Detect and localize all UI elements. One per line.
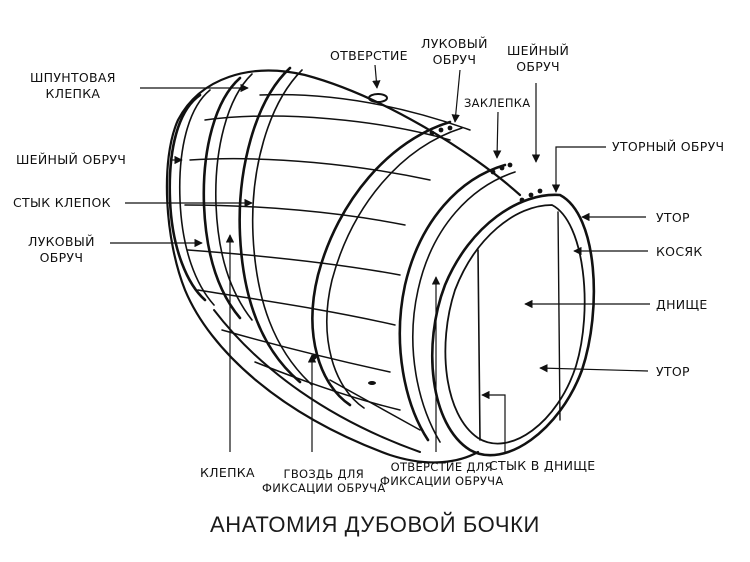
- right-neck-hoop: [398, 163, 507, 442]
- label-styk-klepok: СТЫК КЛЕПОК: [13, 195, 111, 210]
- leader-zaklepka: [492, 111, 502, 159]
- label-utorny-obruch: УТОРНЫЙ ОБРУЧ: [612, 139, 725, 154]
- label-sheyny-obruch-left: ШЕЙНЫЙ ОБРУЧ: [16, 152, 127, 167]
- front-head: [444, 204, 586, 445]
- label-styk-v-dnische: СТЫК В ДНИЩЕ: [489, 458, 596, 473]
- head-joint: [477, 249, 481, 441]
- label-otverstie: ОТВЕРСТИЕ: [330, 48, 408, 63]
- bunghole: [368, 93, 388, 103]
- barrel-body-lower: [213, 309, 421, 453]
- left-neck-hoop: [202, 76, 242, 320]
- label-zaklepka: ЗАКЛЕПКА: [464, 96, 531, 110]
- leader-utor-bottom: [539, 364, 649, 373]
- back-head: [168, 93, 207, 302]
- label-utor-bottom: УТОР: [656, 364, 690, 379]
- leader-lukovy-top: [451, 69, 461, 123]
- head-joint-2: [557, 211, 561, 421]
- label-utor-top: УТОР: [656, 210, 690, 225]
- chime-hoop: [430, 193, 596, 457]
- right-bilge-hoop: [311, 120, 452, 407]
- diagram-title: АНАТОМИЯ ДУБОВОЙ БОЧКИ: [210, 512, 540, 537]
- left-bilge-hoop: [238, 66, 302, 384]
- label-klepka: КЛЕПКА: [200, 465, 255, 480]
- label-dnische: ДНИЩЕ: [656, 297, 708, 312]
- leader-utorny: [551, 146, 606, 193]
- barrel-body-outline: [165, 69, 522, 464]
- label-kosyak: КОСЯК: [656, 244, 703, 259]
- leader-styk-dnische: [481, 390, 506, 452]
- leader-otverstie: [372, 64, 381, 89]
